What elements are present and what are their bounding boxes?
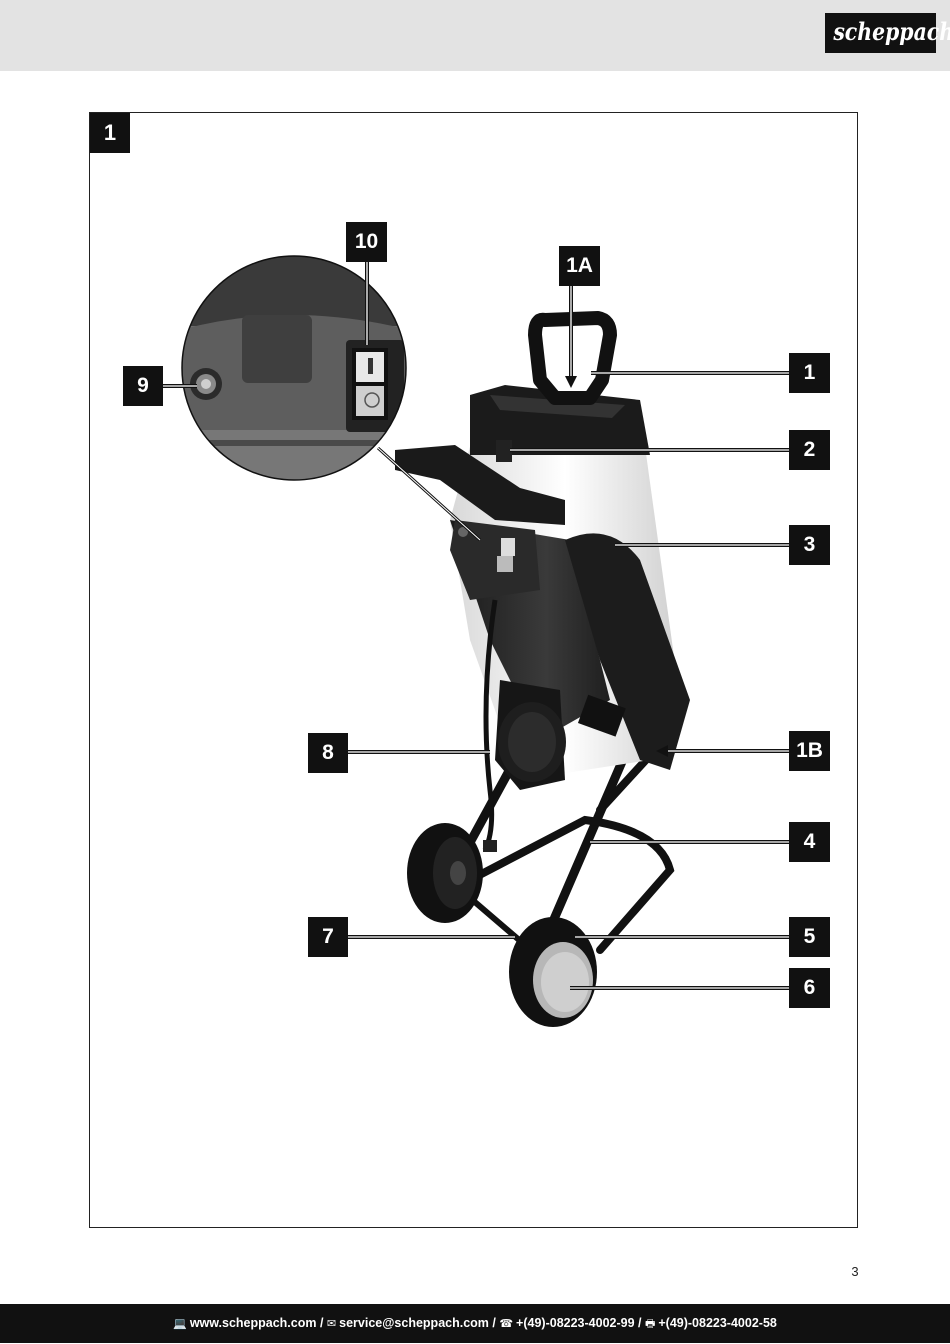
footer-email[interactable]: service@scheppach.com / xyxy=(339,1316,496,1330)
front-wheel xyxy=(509,917,597,1027)
callout-1a: 1A xyxy=(559,246,600,286)
callout-2: 2 xyxy=(789,430,830,470)
arrow-head-1a xyxy=(565,376,577,388)
footer-contact-bar: 💻www.scheppach.com / ✉service@scheppach.… xyxy=(0,1304,950,1343)
footer-website[interactable]: www.scheppach.com / xyxy=(189,1316,324,1330)
page-number: 3 xyxy=(851,1264,859,1279)
rear-wheel xyxy=(407,823,483,923)
figure-frame xyxy=(89,112,858,1228)
callout-7: 7 xyxy=(308,917,348,957)
figure-number: 1 xyxy=(90,113,130,153)
switch-detail-zoom xyxy=(181,255,407,481)
footer-phone: +(49)-08223-4002-99 / xyxy=(516,1316,642,1330)
phone-icon: ☎ xyxy=(499,1318,514,1330)
arrow-head-1b xyxy=(656,745,668,757)
callout-3: 3 xyxy=(789,525,830,565)
fax-icon: 🖶 xyxy=(644,1318,656,1330)
callout-4: 4 xyxy=(789,822,830,862)
callout-10: 10 xyxy=(346,222,387,262)
callout-1b: 1B xyxy=(789,731,830,771)
callout-9: 9 xyxy=(123,366,163,406)
mail-icon: ✉ xyxy=(326,1318,337,1330)
callout-5: 5 xyxy=(789,917,830,957)
callout-6: 6 xyxy=(789,968,830,1008)
leader-lines xyxy=(162,262,790,990)
brand-logo: scheppach xyxy=(825,13,950,53)
header-band xyxy=(0,0,950,71)
callout-8: 8 xyxy=(308,733,348,773)
callout-1: 1 xyxy=(789,353,830,393)
footer-fax: +(49)-08223-4002-58 xyxy=(658,1316,777,1330)
shredder-housing xyxy=(395,311,690,852)
computer-icon: 💻 xyxy=(173,1318,187,1330)
